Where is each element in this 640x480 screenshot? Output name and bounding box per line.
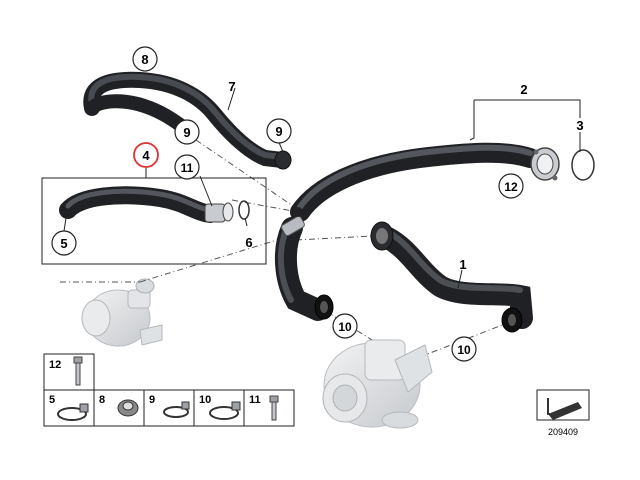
callout-9-upper: 9 [174,119,200,145]
svg-text:12: 12 [504,180,518,194]
hose-2 [274,142,560,321]
hose-clamp-icon [57,403,89,421]
svg-text:2: 2 [520,82,527,97]
svg-text:11: 11 [181,161,194,175]
parts-legend: 12 5 8 9 10 11 [43,353,295,427]
svg-text:8: 8 [99,394,105,406]
svg-text:10: 10 [338,320,352,334]
thermostat-ghost [81,278,163,347]
hose-4 [59,186,250,223]
image-id-box: 209409 [536,389,590,437]
svg-text:7: 7 [228,79,235,94]
svg-text:10: 10 [457,343,471,357]
callout-4-highlighted: 4 [133,142,159,168]
callout-2: 2 [520,82,527,97]
callout-6: 6 [245,235,252,250]
svg-text:11: 11 [249,394,261,406]
callout-10-left: 10 [332,313,358,339]
spring-clamp-icon [117,399,139,417]
hose-clamp-large-icon [209,401,241,420]
callout-7: 7 [228,79,235,94]
callout-5: 5 [51,230,77,256]
callout-8: 8 [132,46,158,72]
legend-cell-11 [243,389,295,427]
callout-10-right: 10 [451,336,477,362]
hose-clamp-small-icon [163,401,190,418]
callout-12: 12 [498,173,524,199]
bolt-icon [73,356,83,386]
callout-9-right: 9 [266,118,292,144]
legend-cell-12 [43,353,95,391]
svg-text:1: 1 [459,257,466,272]
svg-text:6: 6 [245,235,252,250]
svg-text:9: 9 [149,394,155,406]
callout-1: 1 [459,257,466,272]
image-id-label: 209409 [548,427,578,437]
svg-text:9: 9 [275,124,282,139]
svg-text:8: 8 [141,52,148,67]
part-4-group-frame [41,177,267,265]
hose-1 [370,221,533,333]
svg-text:4: 4 [142,148,150,163]
callout-3: 3 [576,118,583,133]
screw-icon [269,395,279,421]
water-pump-ghost [322,339,433,429]
o-ring-3 [571,149,595,181]
arrow-icon [547,398,582,420]
svg-text:10: 10 [199,394,211,406]
svg-text:3: 3 [576,118,583,133]
svg-text:5: 5 [49,394,55,406]
svg-text:12: 12 [49,359,61,371]
svg-text:9: 9 [183,125,190,140]
svg-text:5: 5 [60,236,67,251]
callout-11: 11 [174,154,200,180]
